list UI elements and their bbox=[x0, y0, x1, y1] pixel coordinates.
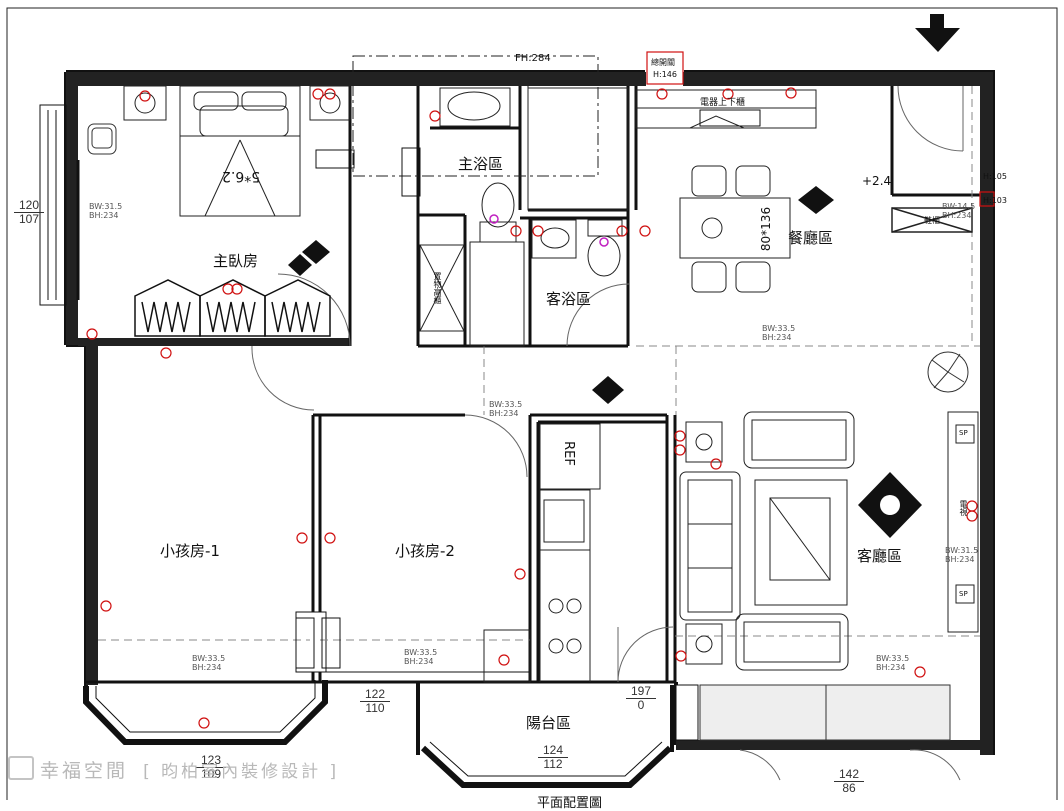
side-tag-2: H:103 bbox=[983, 196, 1007, 205]
bay-window-balcony-inner bbox=[429, 741, 663, 777]
living-symbol bbox=[858, 472, 922, 538]
interior-walls bbox=[86, 86, 980, 684]
room-label-kids-room-2: 小孩房-2 bbox=[395, 542, 455, 560]
bed bbox=[123, 85, 351, 217]
sp-label-bottom: SP bbox=[959, 590, 968, 598]
wall-fill bbox=[66, 72, 993, 755]
red-tag-boxes bbox=[646, 51, 995, 207]
room-label-master-bedroom: 主臥房 bbox=[213, 252, 259, 270]
sp-label-top: SP bbox=[959, 429, 968, 437]
room-label-kids-room-1: 小孩房-1 bbox=[160, 542, 220, 560]
direction-arrow bbox=[915, 14, 960, 52]
table-size-label: 80*136 bbox=[759, 206, 774, 252]
guest-bath-fixtures bbox=[531, 219, 623, 277]
door-swings bbox=[251, 85, 964, 781]
main-switch-height: H:146 bbox=[653, 70, 677, 79]
level-label: +2.4 bbox=[862, 174, 892, 188]
main-switch-label: 總開關 bbox=[651, 58, 675, 67]
ceiling-dash-dot bbox=[352, 55, 599, 177]
watermark-brand: 幸福空間 bbox=[40, 760, 129, 782]
kitchen-fixtures bbox=[483, 423, 601, 683]
room-label-balcony: 陽台區 bbox=[526, 714, 572, 732]
room-label-master-bath: 主浴區 bbox=[458, 155, 504, 173]
room-label-guest-bath: 客浴區 bbox=[546, 290, 592, 308]
footer-title: 平面配置圖 bbox=[537, 796, 603, 811]
bay-window-balcony bbox=[420, 745, 673, 788]
master-bath-fixtures bbox=[419, 87, 629, 347]
room-label-living: 客廳區 bbox=[857, 547, 903, 565]
cabinet-label: 電器上下櫃 bbox=[700, 98, 746, 108]
ac-units bbox=[295, 109, 761, 669]
watermark: 幸福空間 [ 昀柏室內裝修設計 ] bbox=[8, 756, 339, 783]
tv-label: 電視 bbox=[959, 500, 968, 516]
switch-markers bbox=[86, 87, 978, 729]
fridge-label: REF bbox=[560, 441, 576, 466]
ceiling-height-label: FH:284 bbox=[515, 53, 551, 64]
balcony-tiles bbox=[699, 684, 951, 741]
side-tag-1: H:105 bbox=[983, 172, 1007, 181]
wardrobe-units bbox=[134, 279, 331, 337]
room-label-dining: 餐廳區 bbox=[788, 229, 834, 247]
bay-window-kids1-inner bbox=[95, 680, 316, 733]
section-markers bbox=[288, 149, 834, 404]
armchair-master bbox=[87, 123, 117, 155]
plant bbox=[927, 351, 969, 393]
watermark-company: [ 昀柏室內裝修設計 ] bbox=[143, 762, 340, 782]
wardrobe-label: 置物高櫃 bbox=[433, 272, 442, 304]
sofa-set bbox=[679, 411, 979, 671]
dining-table bbox=[679, 165, 791, 293]
window-left bbox=[39, 104, 80, 306]
bay-window-kids1 bbox=[83, 680, 328, 745]
bed-size-label: 5*6.2 bbox=[222, 168, 261, 184]
house-icon bbox=[8, 756, 34, 780]
shoe-cabinet-label: 鞋櫃 bbox=[924, 216, 940, 225]
drawing-frame bbox=[6, 7, 1058, 800]
shoe-cabinet bbox=[891, 207, 973, 233]
